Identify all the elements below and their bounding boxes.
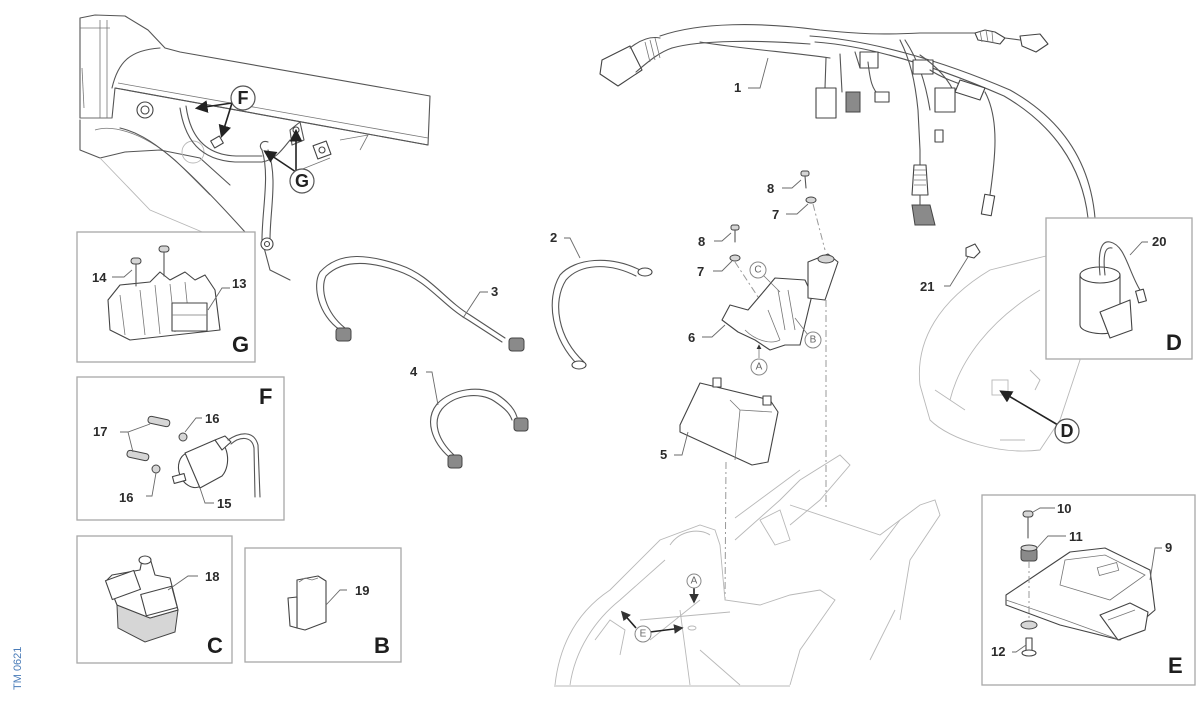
part-label-1: 1 [734,80,741,95]
callout-A-subframe-label: A [691,576,698,587]
callout-D-label: D [1061,421,1074,441]
box-G-letter: G [232,332,249,357]
part-label-8a: 8 [767,181,774,196]
rear-subframe [554,454,941,687]
part-label-7a: 7 [772,207,779,222]
callout-F-label: F [238,88,249,108]
callout-E-subframe: E [620,610,697,643]
detail-box-E: 10 11 12 9 E [981,494,1196,686]
part-label-6: 6 [688,330,695,345]
part-label-8b: 8 [698,234,705,249]
box-F-letter: F [259,384,272,409]
part-label-20: 20 [1152,234,1166,249]
callout-C-small: C [754,265,761,276]
part-label-17: 17 [93,424,107,439]
part-label-11: 11 [1069,529,1083,544]
part-label-5: 5 [660,447,667,462]
cable-4: 4 [410,364,529,469]
part-label-4: 4 [410,364,418,379]
callout-F-frame: F [194,85,256,139]
rear-fender [918,254,1081,452]
battery-assembly: 8 7 8 7 6 C B A [660,170,839,601]
callout-G-frame: G [263,128,315,194]
document-code: TM 0621 [12,646,24,690]
part-label-19: 19 [355,583,369,598]
cable-3: 3 [316,255,525,352]
part-label-7b: 7 [697,264,704,279]
box-E-letter: E [1168,653,1183,678]
detail-box-G: 14 13 G [76,231,256,363]
detail-box-B: 19 B [244,547,402,663]
part-label-13: 13 [232,276,246,291]
part-label-16a: 16 [205,411,219,426]
part-label-15: 15 [217,496,231,511]
callout-B-small: B [810,335,817,346]
part-label-10: 10 [1057,501,1071,516]
part-label-14: 14 [92,270,107,285]
detail-box-F: F 17 16 16 15 [76,376,285,521]
callout-G-label: G [295,171,309,191]
part-label-12: 12 [991,644,1005,659]
box-B-letter: B [374,633,390,658]
part-label-16b: 16 [119,490,133,505]
callout-A-small: A [756,362,763,373]
detail-box-D: 20 D [1045,217,1193,360]
detail-box-C: 18 C [76,535,233,664]
box-D-letter: D [1166,330,1182,355]
callout-E-subframe-label: E [640,629,647,640]
box-C-letter: C [207,633,223,658]
part-label-3: 3 [491,284,498,299]
part-label-9: 9 [1165,540,1172,555]
frame-headstock [79,14,431,281]
part-label-21: 21 [920,279,934,294]
part-label-18: 18 [205,569,219,584]
wiring-harness-1: 1 [599,24,1096,226]
part-21: 21 [920,243,981,294]
callout-D-fender: D [999,390,1080,444]
part-label-2: 2 [550,230,557,245]
callout-A-subframe: A [686,573,702,604]
cable-2: 2 [550,230,653,370]
